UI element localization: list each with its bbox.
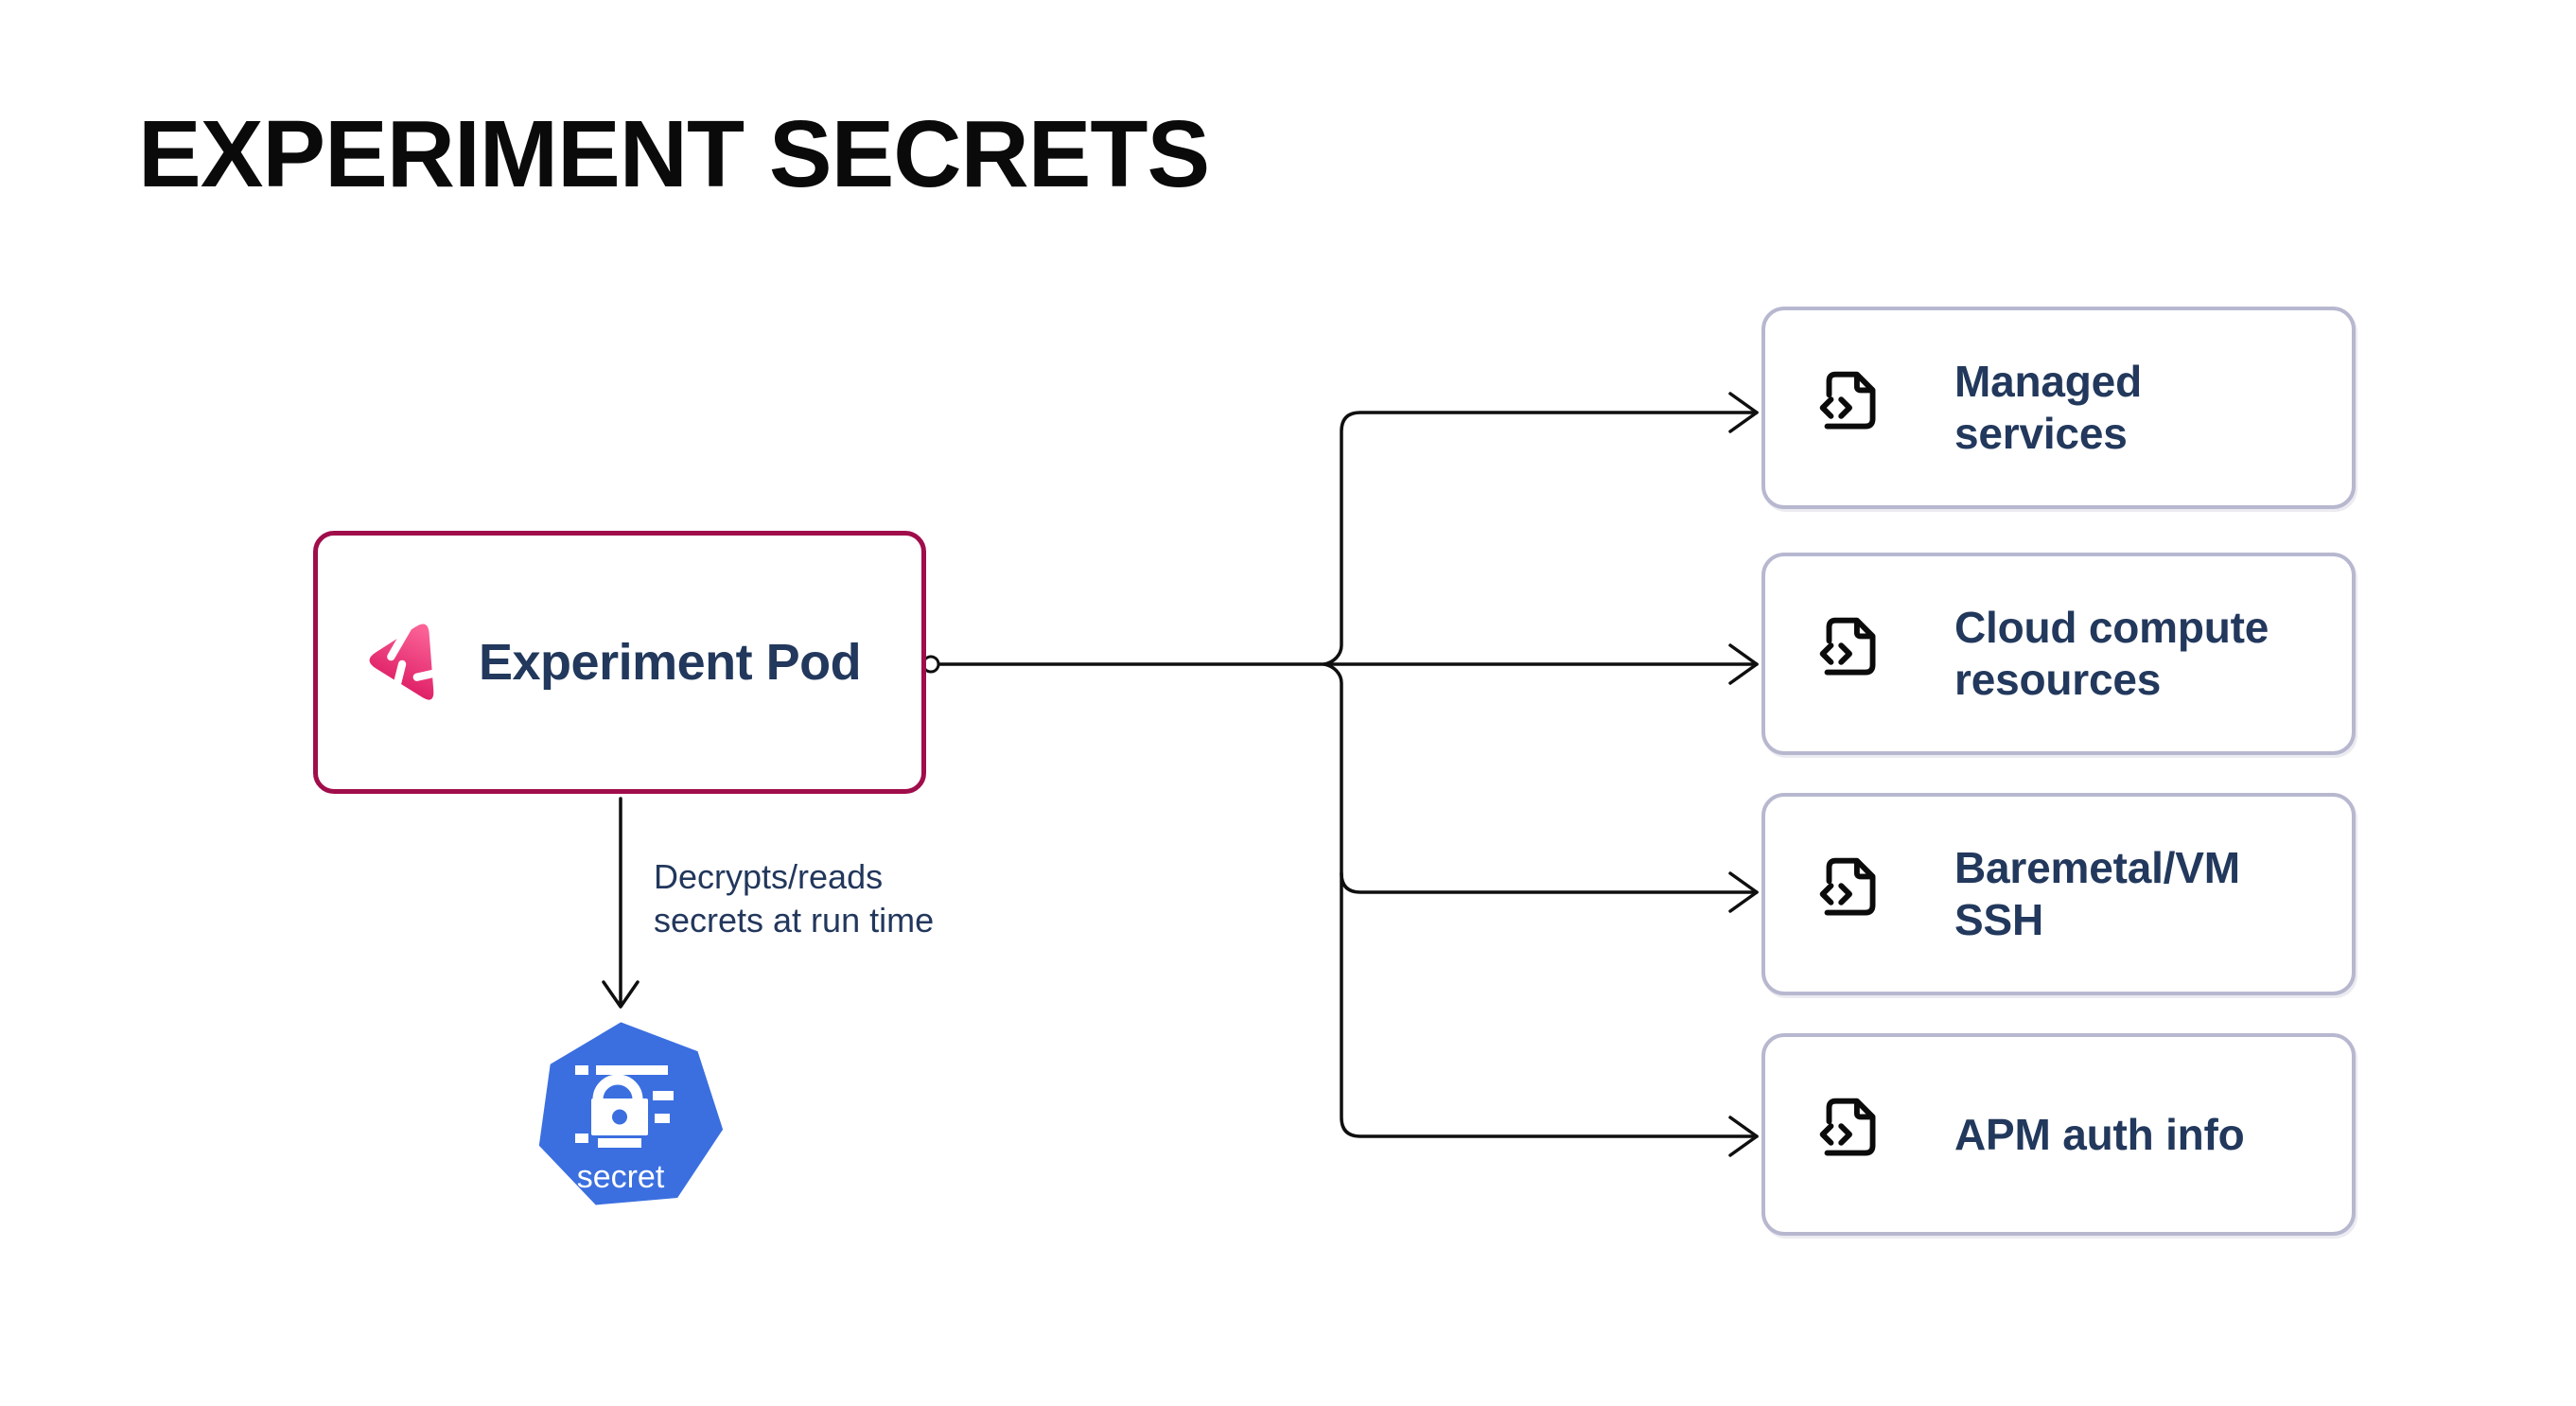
secret-node-label: secret bbox=[577, 1159, 665, 1195]
arrowhead-baremetal bbox=[1728, 871, 1759, 913]
experiment-pod-label: Experiment Pod bbox=[479, 634, 862, 691]
label-line: Baremetal/VM bbox=[1954, 843, 2240, 892]
label-line: resources bbox=[1954, 655, 2162, 704]
edge-branch-to-baremetal bbox=[1340, 871, 1759, 894]
file-code-icon bbox=[1819, 1098, 1876, 1156]
arrowhead-secret bbox=[602, 980, 640, 1009]
file-code-icon bbox=[1819, 617, 1876, 676]
node-label: Managed services bbox=[1954, 356, 2142, 460]
file-code-icon bbox=[1819, 371, 1876, 430]
node-managed-services: Managed services bbox=[1761, 307, 2356, 509]
experiment-pod-node: Experiment Pod bbox=[313, 531, 926, 794]
kubernetes-secret-icon: secret bbox=[538, 1022, 724, 1205]
file-code-icon bbox=[1819, 857, 1876, 916]
node-label: Cloud compute resources bbox=[1954, 602, 2269, 706]
page-title: EXPERIMENT SECRETS bbox=[138, 101, 1210, 207]
litmus-experiment-icon bbox=[369, 624, 447, 700]
node-apm-auth-info: APM auth info bbox=[1761, 1033, 2356, 1236]
edge-branch-to-managed-services bbox=[1323, 411, 1759, 666]
arrowhead-apm bbox=[1728, 1116, 1759, 1157]
secret-dashed-lines bbox=[575, 1065, 674, 1148]
label-line: services bbox=[1954, 409, 2128, 458]
label-line: APM auth info bbox=[1954, 1109, 2245, 1159]
arrowhead-managed-services bbox=[1728, 392, 1759, 433]
node-baremetal-vm-ssh: Baremetal/VM SSH bbox=[1761, 793, 2356, 995]
edge-branch-to-apm bbox=[1323, 662, 1759, 1138]
lock-icon bbox=[591, 1074, 648, 1135]
label-line: Managed bbox=[1954, 357, 2142, 406]
node-cloud-compute: Cloud compute resources bbox=[1761, 553, 2356, 755]
edge-annotation: Decrypts/reads secrets at run time bbox=[654, 855, 934, 942]
edge-annotation-line: secrets at run time bbox=[654, 901, 935, 940]
label-line: Cloud compute bbox=[1954, 603, 2269, 652]
label-line: SSH bbox=[1954, 895, 2043, 944]
node-label: Baremetal/VM SSH bbox=[1954, 842, 2240, 946]
arrowhead-cloud-compute bbox=[1728, 643, 1759, 685]
node-label: APM auth info bbox=[1954, 1109, 2245, 1161]
edge-annotation-line: Decrypts/reads bbox=[654, 857, 884, 896]
